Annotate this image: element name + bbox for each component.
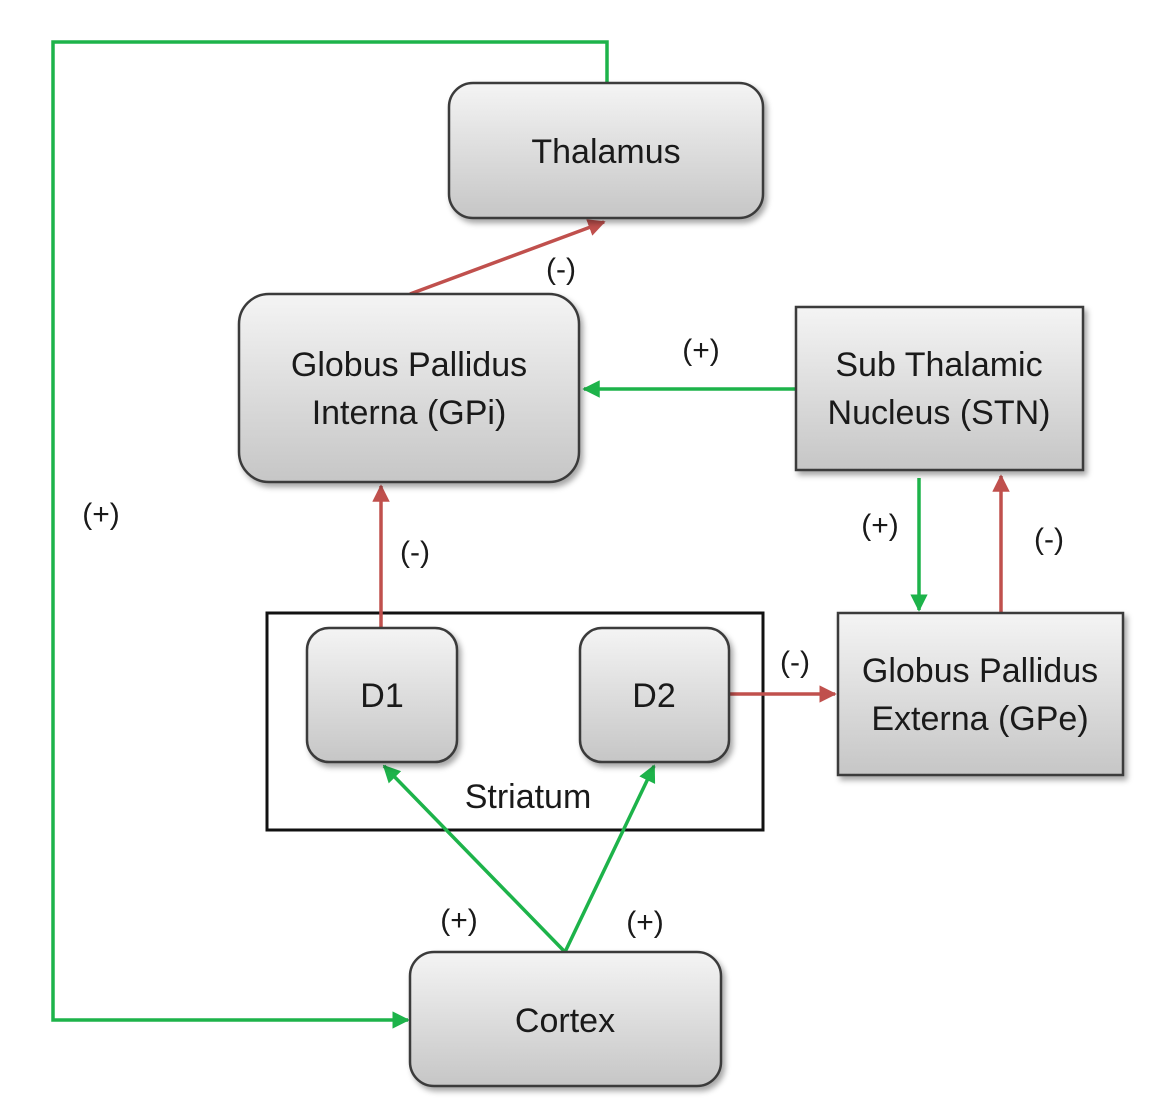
edge-cortex-to-d2 <box>563 764 656 953</box>
d2-label: D2 <box>632 677 675 715</box>
stn-label-line2: Nucleus (STN) <box>828 394 1051 432</box>
label-cortex-to-d2: (+) <box>626 906 664 939</box>
label-stn-to-gpi: (+) <box>682 334 720 367</box>
edge-gpi-to-thalamus <box>409 219 606 296</box>
cortex-label: Cortex <box>515 1002 615 1040</box>
stn-label-line1: Sub Thalamic <box>835 346 1042 384</box>
d1-label: D1 <box>360 677 403 715</box>
gpe-label-line2: Externa (GPe) <box>871 700 1088 738</box>
label-cortex-thalamus-loop: (+) <box>82 498 120 531</box>
gpi-label-line2: Interna (GPi) <box>312 394 507 432</box>
label-stn-to-gpe: (+) <box>861 509 899 542</box>
striatum-container <box>265 611 765 832</box>
label-d2-to-gpe: (-) <box>780 646 810 679</box>
edge-thalamus-cortex-loop <box>51 40 609 1029</box>
label-d1-to-gpi: (-) <box>400 536 430 569</box>
gpe-label-line1: Globus Pallidus <box>862 652 1098 690</box>
node-d2: D2 <box>578 626 731 764</box>
node-thalamus: Thalamus <box>447 81 765 220</box>
label-gpi-to-thalamus: (-) <box>546 253 576 286</box>
label-cortex-to-d1: (+) <box>440 904 478 937</box>
node-cortex: Cortex <box>408 950 723 1088</box>
striatum-label: Striatum <box>465 778 592 816</box>
gpi-label-line1: Globus Pallidus <box>291 346 527 384</box>
node-gpi: Globus Pallidus Interna (GPi) <box>237 292 581 484</box>
edge-cortex-to-d1 <box>382 764 567 954</box>
label-gpe-to-stn: (-) <box>1034 523 1064 556</box>
thalamus-label: Thalamus <box>531 133 680 171</box>
node-d1: D1 <box>305 626 459 764</box>
node-stn: Sub Thalamic Nucleus (STN) <box>794 305 1085 472</box>
node-gpe: Globus Pallidus Externa (GPe) <box>836 611 1125 777</box>
